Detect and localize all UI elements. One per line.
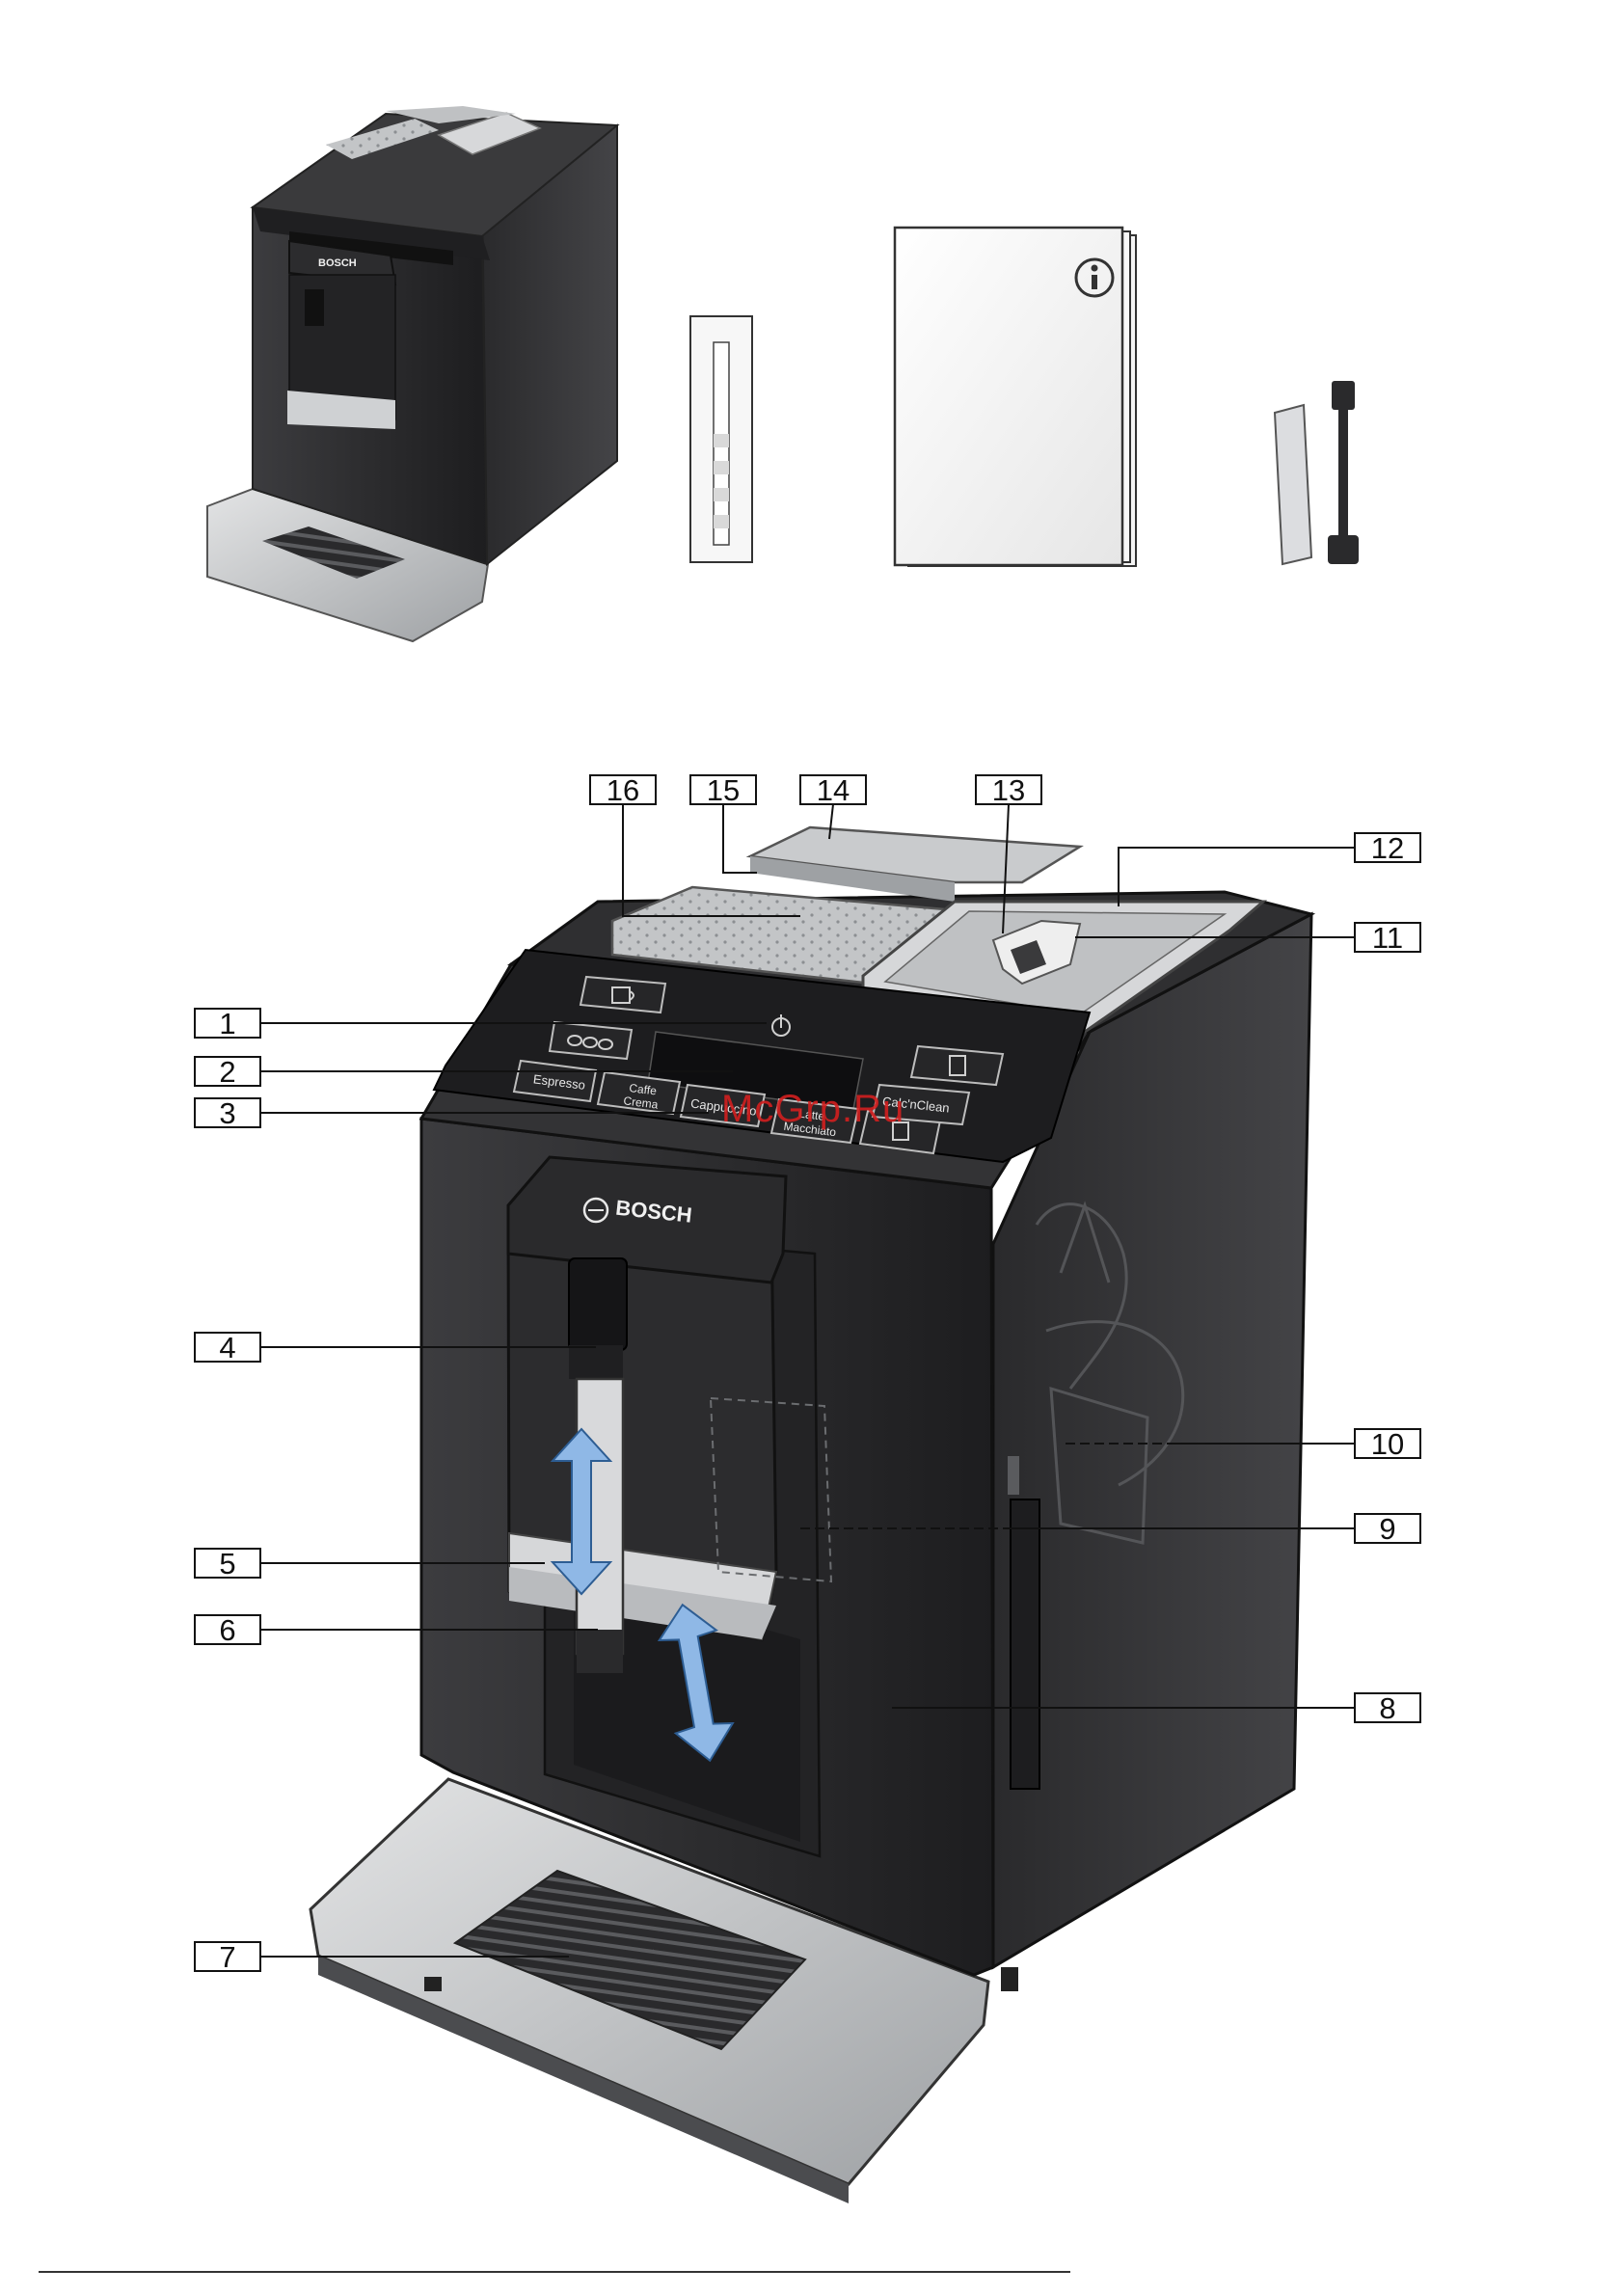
small-machine-illustration: BOSCH xyxy=(207,106,617,641)
hot-water-button[interactable] xyxy=(911,1046,1003,1085)
svg-text:6: 6 xyxy=(219,1613,235,1647)
svg-text:5: 5 xyxy=(219,1547,235,1580)
svg-text:13: 13 xyxy=(992,773,1025,807)
svg-text:9: 9 xyxy=(1379,1512,1395,1546)
svg-text:1: 1 xyxy=(219,1007,235,1040)
main-machine-illustration: Espresso Caffe Crema Cappuccino Latte Ma… xyxy=(310,827,1311,2203)
svg-text:2: 2 xyxy=(219,1055,235,1089)
watermark: McGrp.Ru xyxy=(721,1088,904,1131)
small-brand-text: BOSCH xyxy=(318,257,357,269)
svg-text:10: 10 xyxy=(1371,1427,1404,1461)
svg-text:11: 11 xyxy=(1372,921,1403,955)
instruction-manual-illustration xyxy=(895,228,1136,566)
svg-text:3: 3 xyxy=(219,1096,235,1130)
svg-text:4: 4 xyxy=(219,1331,235,1364)
test-strip-illustration xyxy=(690,316,752,562)
svg-text:7: 7 xyxy=(219,1940,235,1974)
svg-text:16: 16 xyxy=(607,773,639,807)
side-button xyxy=(1008,1456,1019,1495)
svg-text:12: 12 xyxy=(1371,831,1404,865)
svg-text:15: 15 xyxy=(707,773,740,807)
callout-15: 15 xyxy=(690,773,757,873)
milk-pipe-accessory-illustration xyxy=(1275,381,1359,564)
water-tank-lid xyxy=(750,827,1080,902)
svg-text:8: 8 xyxy=(1379,1691,1395,1725)
svg-text:14: 14 xyxy=(817,773,850,807)
